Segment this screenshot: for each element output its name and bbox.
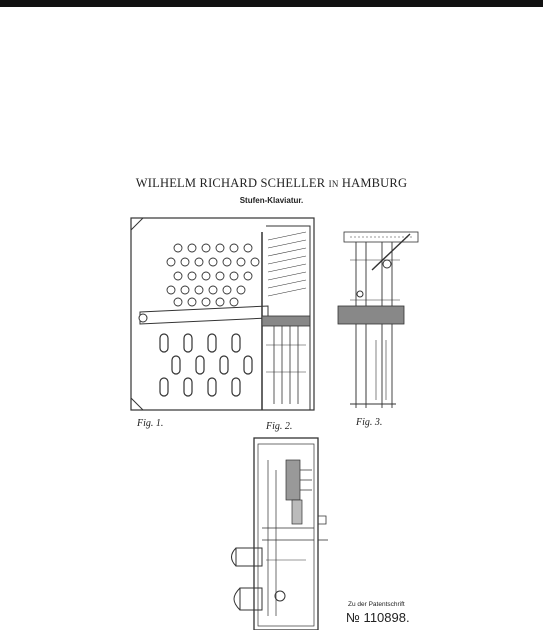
patent-number: № 110898.	[346, 610, 410, 625]
title-connector: IN	[328, 179, 339, 189]
fig3-label: Fig. 3.	[356, 417, 383, 428]
city-name: HAMBURG	[341, 176, 408, 190]
fig1-drawing	[130, 217, 315, 411]
fig1-label: Fig. 1.	[137, 418, 164, 429]
patent-title: WILHELM RICHARD SCHELLER IN HAMBURG	[0, 176, 543, 191]
patent-caption: Zu der Patentschrift	[348, 601, 405, 608]
patent-subtitle: Stufen-Klaviatur.	[239, 196, 304, 205]
fig3-drawing	[337, 231, 419, 408]
top-border-bar	[0, 0, 543, 7]
inventor-name: WILHELM RICHARD SCHELLER	[135, 176, 326, 190]
fig4-drawing	[231, 437, 328, 630]
fig2-label: Fig. 2.	[266, 421, 293, 432]
